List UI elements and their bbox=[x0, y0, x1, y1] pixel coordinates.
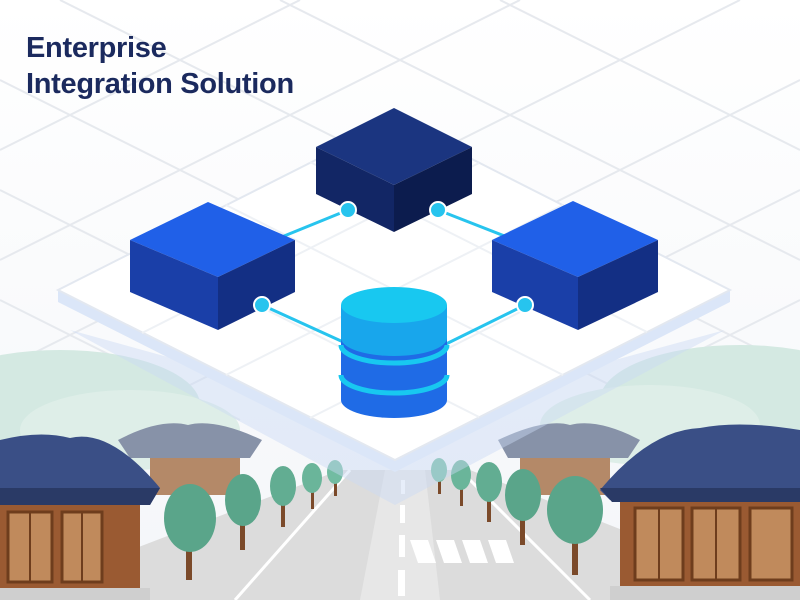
tree-icon bbox=[302, 463, 322, 509]
tree-icon bbox=[225, 474, 261, 550]
connector-node-icon bbox=[516, 296, 534, 314]
connector-node-icon bbox=[339, 201, 357, 219]
connector-node-icon bbox=[253, 296, 271, 314]
tree-icon bbox=[451, 460, 471, 506]
hanok-building-icon bbox=[0, 434, 160, 600]
tree-icon bbox=[164, 484, 216, 580]
road bbox=[0, 468, 800, 600]
tree-icon bbox=[431, 458, 447, 494]
title-line-1: Enterprise bbox=[26, 32, 167, 64]
tree-icon bbox=[327, 460, 343, 496]
connector-nodes bbox=[253, 201, 534, 314]
page-title: Enterprise Integration Solution bbox=[26, 30, 294, 102]
hanok-building-icon bbox=[600, 424, 800, 600]
tree-icon bbox=[505, 469, 541, 545]
server-block-icon bbox=[130, 202, 295, 330]
tree-icon bbox=[547, 476, 603, 575]
connector-node-icon bbox=[429, 201, 447, 219]
server-block-icon bbox=[492, 201, 658, 330]
title-line-2: Integration Solution bbox=[26, 68, 294, 100]
server-block-icon bbox=[316, 108, 472, 232]
trees bbox=[164, 458, 603, 580]
database-cylinder-icon bbox=[338, 287, 450, 418]
tree-icon bbox=[476, 462, 502, 522]
tree-icon bbox=[270, 466, 296, 527]
crosswalk bbox=[410, 540, 514, 563]
